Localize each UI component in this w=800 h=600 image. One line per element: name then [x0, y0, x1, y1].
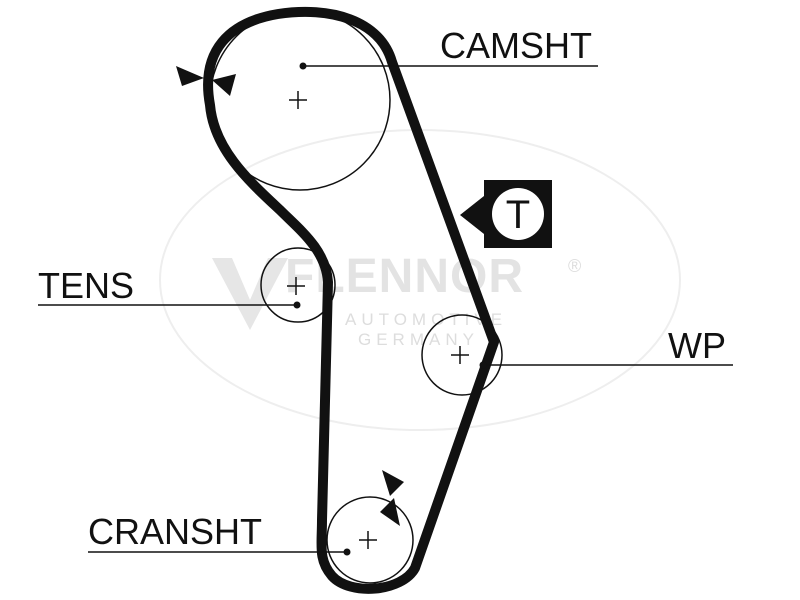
timing-belt: [203, 6, 499, 594]
tensioner-badge-circle: [492, 188, 544, 240]
watermark-registered: ®: [568, 256, 581, 276]
tensioner-badge-letter: T: [506, 193, 530, 237]
tensioner-leader-dot: [293, 301, 301, 309]
timing-marks: [176, 66, 404, 526]
tensioner-label: TENS: [38, 265, 134, 306]
crankshaft-timing-mark: [380, 470, 404, 526]
tensioner-badge-arrow: [460, 196, 484, 234]
camshaft-label: CAMSHT: [440, 25, 592, 66]
watermark-logo-mark: [212, 258, 288, 330]
watermark: FLENNOR ® AUTOMOTIVE GERMANY: [159, 129, 681, 431]
leader-lines: [38, 65, 733, 553]
water-pump-pulley: [421, 314, 503, 396]
tensioner-center-mark: [287, 277, 305, 295]
crankshaft-leader-dot: [343, 548, 351, 556]
leader-dots: [293, 62, 487, 556]
tensioner-badge: T: [460, 180, 552, 248]
center-marks: [287, 91, 469, 549]
water-pump-label: WP: [668, 325, 726, 366]
tensioner-pulley: [260, 247, 336, 323]
water-pump-leader-dot: [479, 361, 487, 369]
water-pump-center-mark: [451, 346, 469, 364]
watermark-line2: GERMANY: [358, 330, 479, 349]
crankshaft-label: CRANSHT: [88, 511, 262, 552]
crankshaft-pulley: [326, 496, 414, 584]
camshaft-center-mark: [289, 91, 307, 109]
camshaft-timing-mark: [176, 66, 236, 96]
crankshaft-center-mark: [359, 531, 377, 549]
camshaft-leader-dot: [299, 62, 307, 70]
